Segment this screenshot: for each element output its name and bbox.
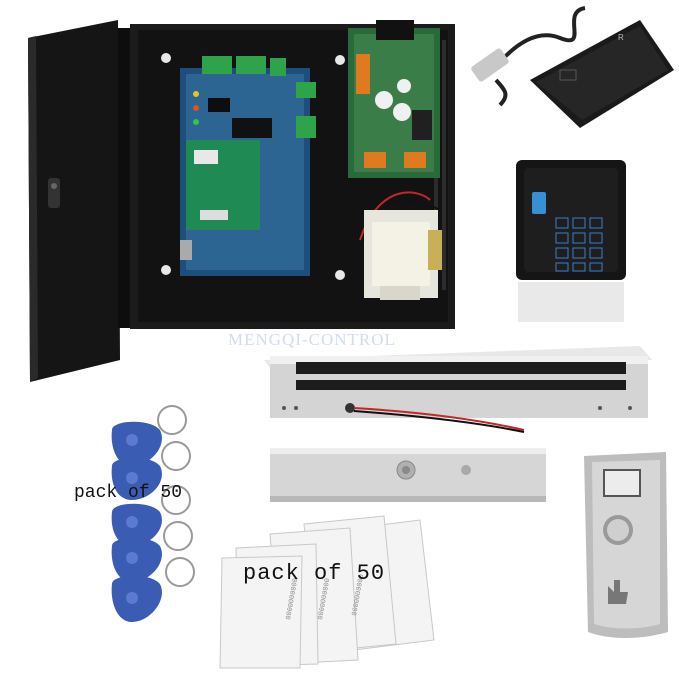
keyfobs xyxy=(111,405,195,622)
cards-pack-label: pack of 50 xyxy=(243,561,386,586)
keypad-card-reader xyxy=(516,160,626,322)
usb-plug-icon xyxy=(471,48,509,82)
watermark-text: MENGQI-CONTROL xyxy=(228,330,396,349)
usb-reader-brand: R xyxy=(618,33,624,42)
usb-card-reader: R xyxy=(471,6,674,128)
hand-press-icon xyxy=(608,580,628,604)
door-symbol-icon xyxy=(603,469,641,497)
keyfobs-pack-label: pack of 50 xyxy=(74,483,183,503)
access-control-panel-box xyxy=(28,20,455,382)
card-indicator-icon xyxy=(532,192,546,214)
magnetic-lock xyxy=(264,346,652,433)
armature-plate xyxy=(270,448,546,502)
rfid-cards: 0000000000 0000000000 0000000000 xyxy=(219,515,435,669)
exit-push-button xyxy=(584,452,668,638)
door-lock-icon xyxy=(48,178,60,208)
